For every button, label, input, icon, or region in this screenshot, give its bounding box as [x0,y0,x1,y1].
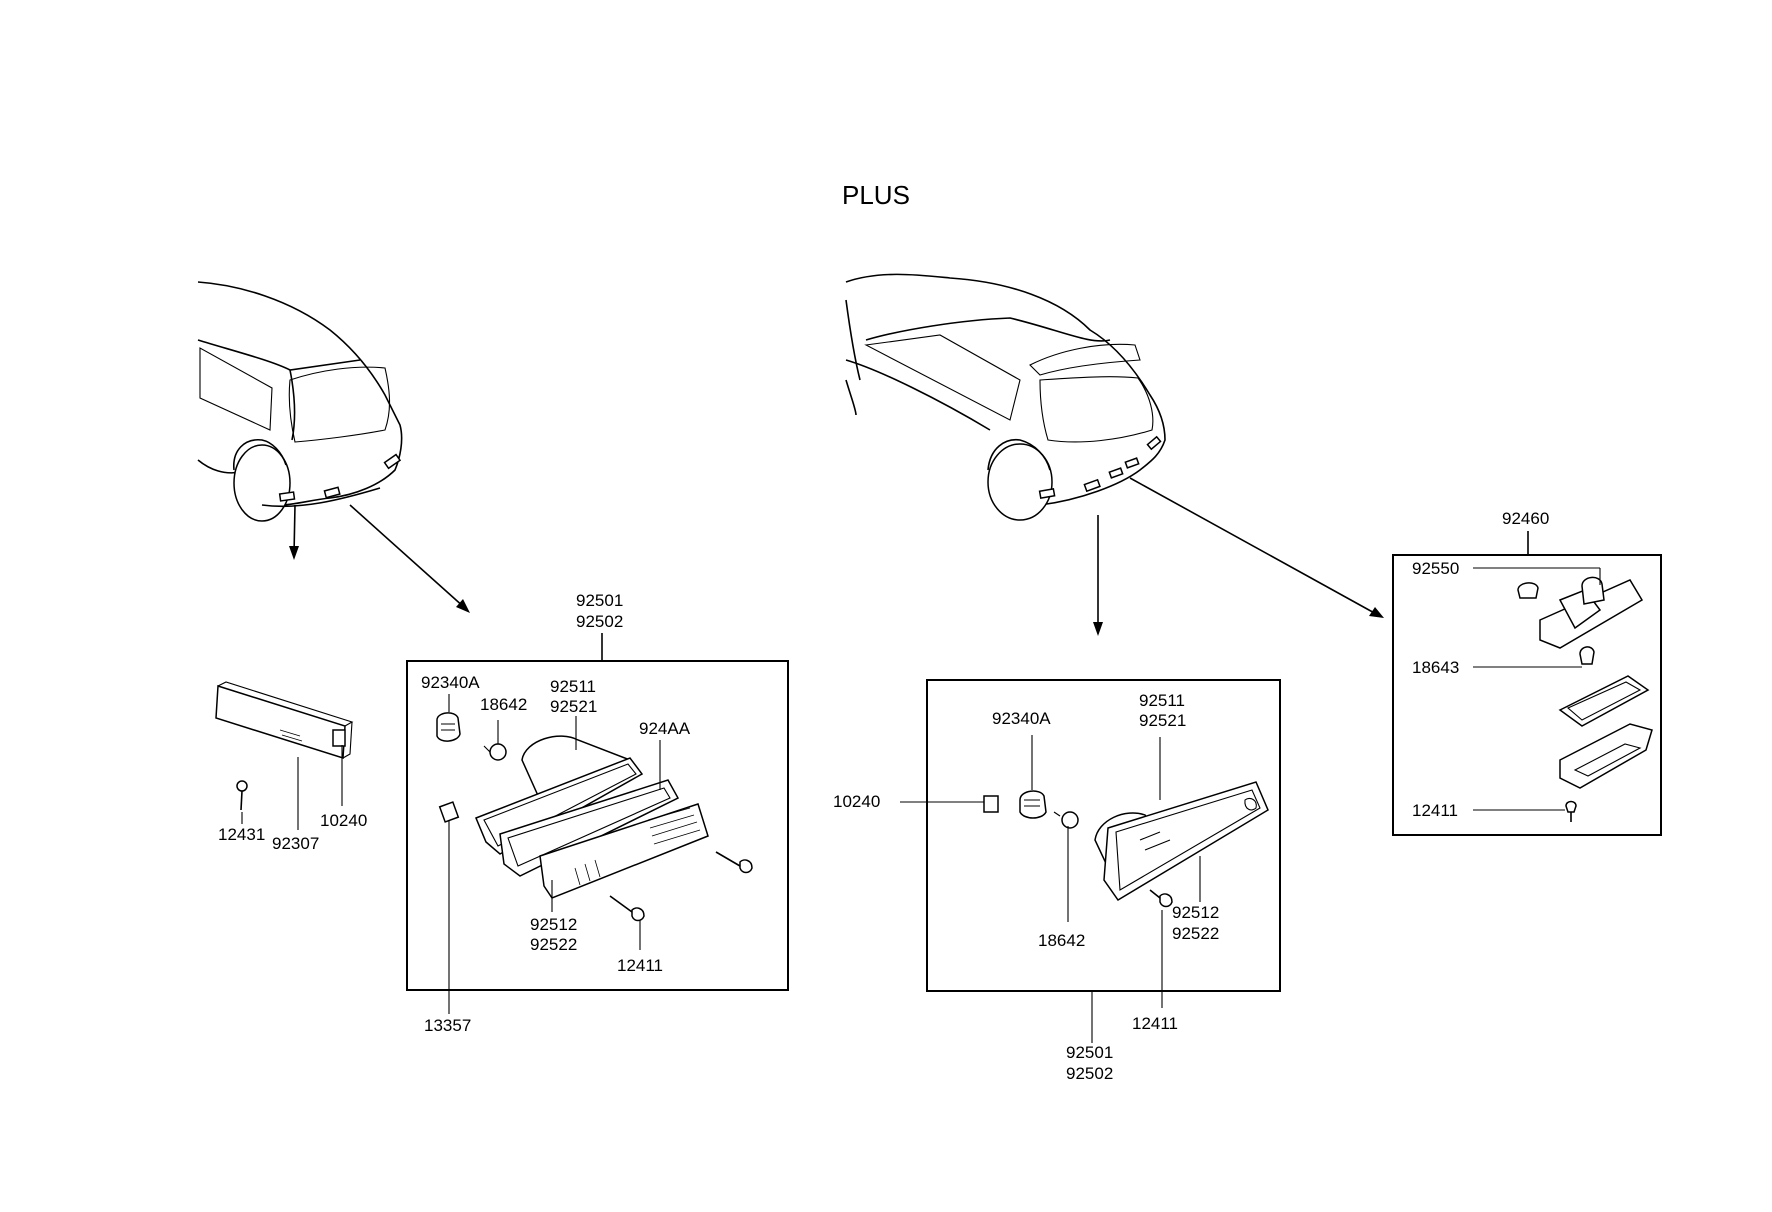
left-assembly-label-2: 92502 [576,612,623,631]
left-bulb-label: 18642 [480,695,527,714]
right-lamp-parts [1517,576,1653,822]
left-reflector-parts [215,681,354,811]
left-lens-label-2: 92522 [530,935,577,954]
middle-socket-label: 92340A [992,709,1051,728]
right-vehicle-illustration [845,273,1166,521]
lens-part [539,803,709,899]
right-screw-label: 12411 [1412,801,1458,820]
middle-lamp-leaders [900,735,1201,1043]
screw-part [739,859,753,874]
middle-assembly-frame [926,679,1281,992]
middle-lens-label-2: 92522 [1172,924,1219,943]
middle-bulb-label: 18642 [1038,931,1085,950]
socket-part [436,712,461,742]
screw-part-2 [631,907,645,922]
reflector-part [215,684,346,760]
right-socket-label: 92550 [1412,559,1459,578]
bulb-part [1061,811,1079,829]
left-socket-label: 92340A [421,673,480,692]
left-gasket-label: 924AA [639,719,691,738]
left-reflector-bolt-label: 12431 [218,825,265,844]
nut-part [332,729,346,747]
left-reflector-nut-label: 10240 [320,811,367,830]
left-reflector-label: 92307 [272,834,319,853]
right-assembly-frame [1392,554,1662,836]
gasket-part [1558,675,1650,727]
middle-lamp-parts [983,781,1269,908]
middle-assembly-label-2: 92502 [1066,1064,1113,1083]
left-lamp-parts [436,712,753,922]
right-bulb-label: 18643 [1412,658,1459,677]
lens-part [1559,723,1653,789]
left-vehicle-illustration [197,281,403,522]
right-arrows [1093,477,1384,636]
bolt-part [236,780,248,792]
screw-part [1159,893,1173,908]
middle-lens-label-1: 92512 [1172,903,1219,922]
middle-nut-label: 10240 [833,792,880,811]
clip-part [438,801,460,823]
left-assembly-frame [406,660,789,991]
right-assembly-label: 92460 [1502,509,1549,528]
middle-housing-label-1: 92511 [1139,691,1185,710]
left-reflector-leaders [241,745,343,830]
left-housing-label-2: 92521 [550,697,597,716]
bulb-part [489,743,507,761]
left-assembly-label-1: 92501 [576,591,623,610]
middle-screw-label: 12411 [1132,1014,1178,1033]
middle-housing-label-2: 92521 [1139,711,1186,730]
left-arrows [289,504,470,613]
screw-part [1565,800,1577,813]
diagram-title: PLUS [842,180,910,210]
right-lamp-leaders [1473,567,1601,811]
left-screw-label: 12411 [617,956,663,975]
left-housing-label-1: 92511 [550,677,596,696]
nut-part [983,795,999,813]
bulb-part [1579,646,1595,665]
left-lamp-leaders [448,694,661,1014]
left-clip-label: 13357 [424,1016,471,1035]
middle-assembly-label-1: 92501 [1066,1043,1113,1062]
socket-part [1019,790,1047,819]
left-lens-label-1: 92512 [530,915,577,934]
